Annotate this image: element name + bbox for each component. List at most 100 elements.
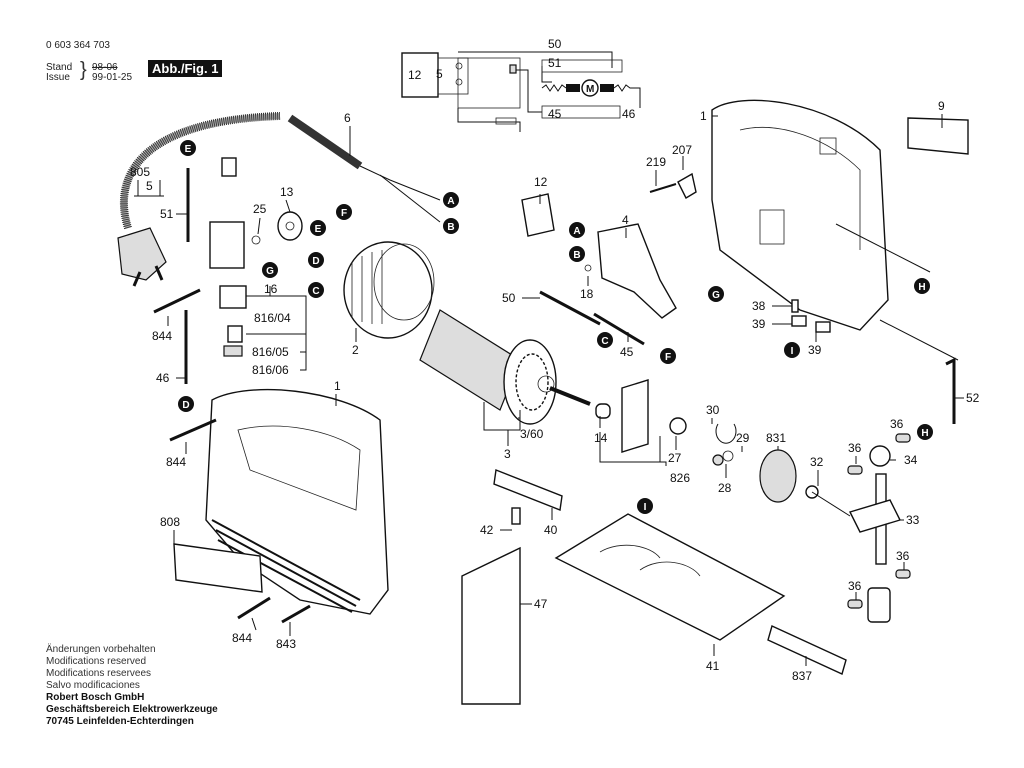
part-label-843: 843 bbox=[276, 637, 296, 651]
svg-text:E: E bbox=[185, 144, 192, 155]
clip-207 bbox=[677, 172, 697, 199]
part-label-9: 9 bbox=[938, 99, 945, 113]
part-label-41: 41 bbox=[706, 659, 720, 673]
circuit-contacts bbox=[437, 57, 469, 95]
svg-text:A: A bbox=[447, 196, 454, 207]
circuit-label-51: 51 bbox=[548, 56, 562, 70]
circuit-label-12: 12 bbox=[408, 68, 422, 82]
screw-844-b bbox=[169, 418, 217, 442]
wiring-diagram: 12 5 50 51 45 46 M bbox=[401, 37, 641, 132]
part-label-36-b: 36 bbox=[890, 417, 904, 431]
brush-holder-16 bbox=[219, 285, 247, 309]
part-label-3: 3 bbox=[504, 447, 511, 461]
bushing-14 bbox=[595, 403, 611, 419]
callout-E2: E bbox=[310, 220, 326, 236]
footer-line-es: Salvo modificaciones bbox=[46, 680, 140, 691]
circuit-label-50: 50 bbox=[548, 37, 562, 51]
svg-text:D: D bbox=[182, 400, 189, 411]
part-label-3-60: 3/60 bbox=[520, 427, 544, 441]
washer-25 bbox=[251, 235, 261, 245]
part-label-36-d: 36 bbox=[848, 579, 862, 593]
part-label-32: 32 bbox=[810, 455, 824, 469]
wire-50 bbox=[539, 290, 601, 326]
stand-value: 98-06 bbox=[92, 62, 118, 73]
part-label-805: 805 bbox=[130, 165, 150, 179]
block-39-a bbox=[791, 315, 807, 327]
svg-text:B: B bbox=[447, 222, 454, 233]
footer-line-fr: Modifications reservees bbox=[46, 668, 152, 679]
bearing-13 bbox=[277, 211, 303, 241]
part-label-207: 207 bbox=[672, 143, 692, 157]
part-label-46: 46 bbox=[156, 371, 170, 385]
blade-holder-837 bbox=[767, 625, 847, 675]
block-39-b bbox=[815, 321, 831, 333]
issue-value: 99-01-25 bbox=[92, 72, 133, 83]
part-label-844-b: 844 bbox=[166, 455, 186, 469]
field-stator-2 bbox=[343, 241, 435, 339]
callout-C2: C bbox=[597, 332, 613, 348]
svg-text:I: I bbox=[644, 502, 647, 513]
label-plate-808 bbox=[173, 543, 263, 593]
part-label-1-left: 1 bbox=[334, 379, 341, 393]
bushing-36-c bbox=[895, 569, 911, 579]
callout-A2: A bbox=[569, 222, 585, 238]
callout-G1: G bbox=[262, 262, 278, 278]
svg-text:B: B bbox=[573, 250, 580, 261]
part-label-816-05: 816/05 bbox=[252, 345, 289, 359]
part-label-50: 50 bbox=[502, 291, 516, 305]
part-label-27: 27 bbox=[668, 451, 682, 465]
hex-key-52 bbox=[945, 357, 956, 424]
part-label-51: 51 bbox=[160, 207, 174, 221]
bushing-36-a bbox=[847, 465, 863, 475]
part-label-47: 47 bbox=[534, 597, 548, 611]
circuit-capacitor-45-46 bbox=[541, 105, 621, 119]
part-label-826: 826 bbox=[670, 471, 690, 485]
motor-symbol-label: M bbox=[586, 84, 594, 95]
part-label-39-b: 39 bbox=[808, 343, 822, 357]
stand-label: Stand bbox=[46, 62, 73, 73]
footer-division: Geschäftsbereich Elektrowerkzeuge bbox=[46, 704, 218, 715]
ball-34 bbox=[869, 445, 891, 467]
svg-text:C: C bbox=[312, 286, 319, 297]
housing-half-1-right bbox=[711, 99, 889, 331]
clip-30 bbox=[715, 423, 737, 444]
brush-holder bbox=[209, 221, 245, 269]
callout-A: A bbox=[443, 192, 459, 208]
part-label-25: 25 bbox=[253, 202, 267, 216]
circuit-label-45: 45 bbox=[548, 107, 562, 121]
svg-text:F: F bbox=[665, 352, 671, 363]
circuit-capacitor-51 bbox=[541, 59, 623, 73]
part-label-808: 808 bbox=[160, 515, 180, 529]
circuit-switch-box bbox=[401, 52, 439, 98]
pin-27 bbox=[669, 417, 687, 435]
part-label-29: 29 bbox=[736, 431, 750, 445]
part-label-837: 837 bbox=[792, 669, 812, 683]
plunger-end bbox=[867, 587, 891, 623]
part-label-36-a: 36 bbox=[848, 441, 862, 455]
callout-D1: D bbox=[308, 252, 324, 268]
label-plate-9 bbox=[907, 117, 969, 155]
part-label-14: 14 bbox=[594, 431, 608, 445]
switch-4 bbox=[597, 223, 677, 319]
gear-831 bbox=[759, 449, 797, 503]
part-label-52: 52 bbox=[966, 391, 980, 405]
callout-D2: D bbox=[178, 396, 194, 412]
callout-B: B bbox=[443, 218, 459, 234]
part-label-45: 45 bbox=[620, 345, 634, 359]
carbon-brush bbox=[221, 157, 237, 177]
footer-line-en: Modifications reserved bbox=[46, 656, 147, 667]
issue-label: Issue bbox=[46, 72, 70, 83]
svg-text:E: E bbox=[315, 224, 322, 235]
footer-address: 70745 Leinfelden-Echterdingen bbox=[46, 716, 194, 727]
power-plug bbox=[117, 227, 167, 281]
wire-45 bbox=[593, 312, 645, 346]
svg-text:I: I bbox=[791, 346, 794, 357]
part-label-36-c: 36 bbox=[896, 549, 910, 563]
callout-C1: C bbox=[308, 282, 324, 298]
callout-F2: F bbox=[660, 348, 676, 364]
svg-text:H: H bbox=[921, 428, 928, 439]
svg-text:G: G bbox=[712, 290, 720, 301]
leader-lines bbox=[134, 114, 964, 666]
part-label-34: 34 bbox=[904, 453, 918, 467]
cord-sleeve-6 bbox=[287, 114, 363, 170]
